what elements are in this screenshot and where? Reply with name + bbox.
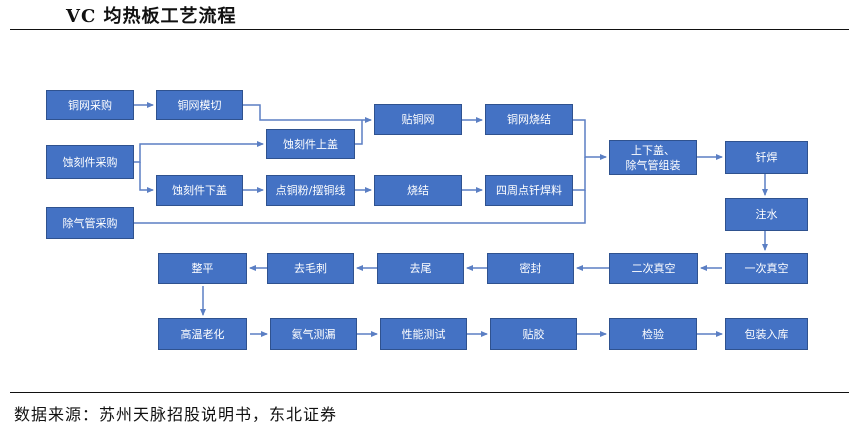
- node-label-line-2: 除气管组装: [625, 158, 681, 172]
- node-tail-removal: 去尾: [377, 253, 464, 284]
- top-divider: [10, 29, 849, 30]
- node-copper-mesh-purchase: 铜网采购: [46, 90, 134, 120]
- node-etched-part-purchase: 蚀刻件采购: [46, 145, 134, 179]
- node-label: 蚀刻件采购: [62, 155, 118, 169]
- bottom-divider: [10, 392, 849, 393]
- node-label: 贴胶: [522, 327, 545, 341]
- node-label: 去毛刺: [294, 262, 327, 275]
- node-etched-upper-cover: 蚀刻件上盖: [266, 129, 355, 159]
- arrow-degas-to-assembly: [134, 190, 586, 224]
- node-first-vacuum: 一次真空: [725, 253, 808, 284]
- node-flattening: 整平: [158, 253, 247, 284]
- node-label: 二次真空: [631, 262, 676, 275]
- node-label: 高温老化: [180, 327, 225, 341]
- node-label: 铜网模切: [177, 98, 222, 112]
- node-label: 注水: [755, 208, 778, 221]
- arrow-etched-to-upper: [134, 141, 264, 163]
- node-label: 包装入库: [744, 327, 789, 341]
- node-label: 点铜粉/摆铜线: [275, 184, 346, 197]
- node-label: 氦气测漏: [291, 327, 336, 341]
- node-deburring: 去毛刺: [267, 253, 354, 284]
- node-sealing: 密封: [487, 253, 574, 284]
- node-label: 铜网采购: [68, 98, 112, 112]
- data-source-note: 数据来源：苏州天脉招股说明书，东北证券: [14, 405, 338, 424]
- arrow-solder-to-assembly: [573, 157, 586, 191]
- arrow-sinter-to-assembly: [573, 119, 607, 160]
- node-water-injection: 注水: [725, 198, 808, 231]
- node-degas-tube-purchase: 除气管采购: [46, 207, 134, 239]
- node-label: 钎焊: [755, 151, 778, 164]
- arrow-etched-to-lower: [139, 162, 154, 193]
- node-label: 除气管采购: [62, 216, 118, 230]
- node-label: 烧结: [407, 184, 429, 197]
- node-copper-mesh-cutting: 铜网模切: [156, 90, 243, 120]
- node-label: 密封: [519, 262, 542, 275]
- node-assembly: 上下盖、除气管组装: [609, 140, 697, 175]
- node-copper-powder: 点铜粉/摆铜线: [266, 175, 355, 206]
- node-inspection: 检验: [609, 318, 697, 350]
- node-label: 一次真空: [744, 262, 789, 275]
- node-solder-paste: 四周点钎焊料: [485, 175, 573, 206]
- node-label: 四周点钎焊料: [496, 184, 562, 197]
- page-title: VC 均热板工艺流程: [66, 6, 237, 27]
- arrow-cutting-to-attach: [243, 104, 372, 123]
- node-label-line-1: 上下盖、: [631, 143, 675, 157]
- node-attach-copper-mesh: 贴铜网: [374, 104, 462, 135]
- node-sintering: 烧结: [374, 175, 462, 206]
- node-label: 去尾: [409, 262, 432, 275]
- node-copper-mesh-sintering: 铜网烧结: [485, 104, 573, 135]
- node-high-temp-aging: 高温老化: [158, 318, 247, 350]
- node-label: 蚀刻件下盖: [172, 184, 227, 197]
- node-performance-test: 性能测试: [380, 318, 467, 350]
- node-label: 性能测试: [401, 327, 446, 341]
- node-gluing: 贴胶: [490, 318, 577, 350]
- arrow-upper-to-attach: [355, 120, 363, 145]
- node-label: 蚀刻件上盖: [283, 137, 338, 151]
- node-label: 整平: [191, 262, 214, 275]
- node-helium-leak-test: 氦气测漏: [270, 318, 357, 350]
- node-etched-lower-cover: 蚀刻件下盖: [156, 175, 243, 206]
- node-second-vacuum: 二次真空: [609, 253, 698, 284]
- node-packaging-storage: 包装入库: [725, 318, 808, 350]
- node-label: 铜网烧结: [507, 113, 551, 126]
- node-label: 贴铜网: [401, 113, 435, 126]
- node-brazing: 钎焊: [725, 141, 808, 174]
- node-label: 检验: [642, 327, 664, 341]
